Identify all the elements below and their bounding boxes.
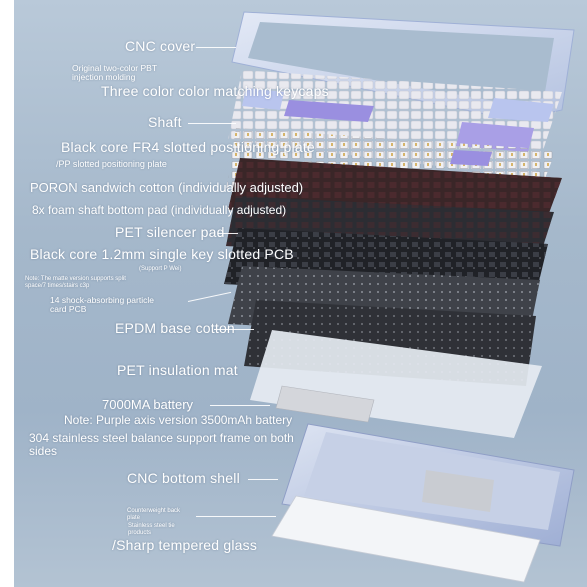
battery-layer	[275, 385, 375, 423]
label-poron: PORON sandwich cotton (individually adju…	[30, 180, 304, 195]
label-frame: 304 stainless steel balance support fram…	[29, 431, 294, 458]
exploded-keyboard-diagram: CNC cover Original two-color PBT injecti…	[14, 0, 587, 587]
label-matte-note: Note: The matte version supports split s…	[25, 276, 126, 289]
label-particle-pcb: 14 shock-absorbing particle card PCB	[50, 295, 154, 314]
label-cnc-cover: CNC cover	[125, 38, 196, 54]
label-epdm: EPDM base cotton	[115, 320, 235, 336]
leader-cnc-cover	[196, 47, 236, 48]
leader-battery	[210, 405, 270, 406]
label-glass: /Sharp tempered glass	[112, 537, 258, 553]
label-counterweight: Counterweight back plate	[127, 508, 181, 521]
label-pet-silencer: PET silencer pad	[115, 224, 225, 240]
label-bottom-shell: CNC bottom shell	[127, 470, 240, 486]
label-battery-note: Note: Purple axis version 3500mAh batter…	[64, 413, 293, 427]
label-steel-products: Stainless steel tie products	[128, 523, 175, 536]
leader-shaft	[188, 123, 236, 124]
glass-layer	[271, 495, 541, 583]
label-pbt-note: Original two-color PBT injection molding	[72, 63, 158, 82]
pet-mat-layer	[250, 330, 542, 438]
label-keycaps: Three color color matching keycaps	[101, 83, 329, 99]
label-pcb: Black core 1.2mm single key slotted PCB	[30, 246, 294, 262]
bottom-shell-layer	[281, 423, 575, 547]
leader-pet-silencer	[218, 233, 238, 234]
layers-illustration	[224, 11, 575, 583]
label-pp-plate: /PP slotted positioning plate	[56, 159, 167, 169]
label-support: (Support P Wei)	[139, 266, 182, 272]
label-shaft: Shaft	[148, 114, 182, 130]
leader-bottom-shell	[248, 479, 278, 480]
label-foam-pad: 8x foam shaft bottom pad (individually a…	[32, 203, 287, 217]
label-fr4-plate: Black core FR4 slotted positioning plate	[61, 139, 315, 155]
label-battery: 7000MA battery	[102, 397, 194, 412]
label-pet-mat: PET insulation mat	[117, 362, 238, 378]
leader-epdm	[214, 329, 254, 330]
leader-counterweight	[196, 516, 276, 517]
